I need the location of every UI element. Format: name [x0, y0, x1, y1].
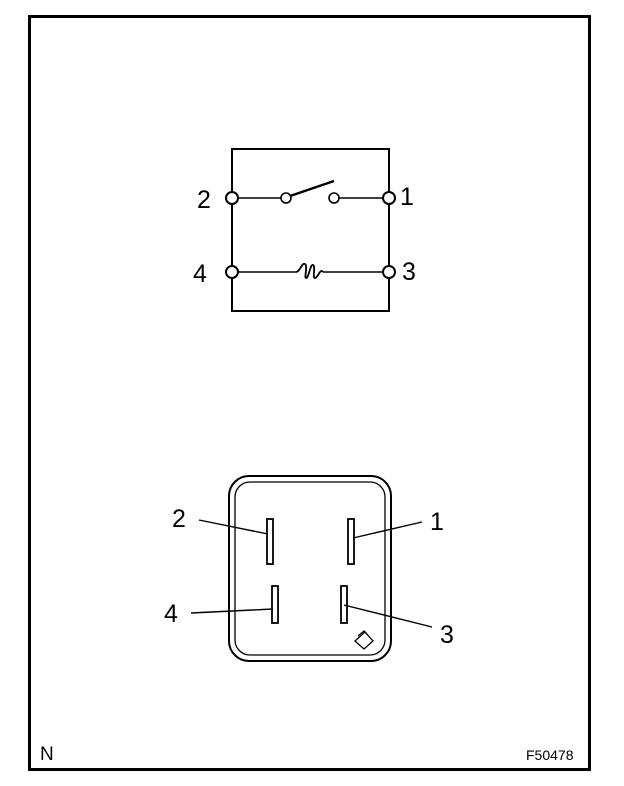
coil-icon [295, 262, 324, 279]
connector-pin-label-3: 3 [440, 621, 454, 649]
schematic-terminal-1 [382, 191, 396, 205]
orientation-key-icon [354, 630, 374, 650]
connector-housing-inner [234, 481, 386, 656]
leader-line-2 [198, 519, 269, 535]
coil-circuit [232, 262, 389, 279]
schematic-pin-label-3: 3 [402, 258, 416, 286]
switch-contact-open [328, 192, 340, 204]
leader-line-4 [190, 608, 274, 614]
switch-circuit [232, 179, 389, 204]
figure-frame [28, 15, 591, 771]
switch-contact-fixed [280, 192, 292, 204]
schematic-terminal-4 [225, 265, 239, 279]
schematic-pin-label-1: 1 [400, 183, 414, 211]
corner-mark-n: N [40, 744, 54, 765]
schematic-terminal-2 [225, 191, 239, 205]
figure-code: F50478 [526, 747, 574, 763]
relay-schematic: 2 1 4 3 [193, 148, 416, 312]
connector-terminal-4 [271, 585, 279, 624]
leader-line-1 [352, 521, 423, 539]
schematic-pin-label-2: 2 [197, 186, 211, 214]
switch-blade [289, 179, 335, 198]
relay-connector: 2 1 4 3 [164, 475, 454, 662]
schematic-body [231, 148, 390, 312]
connector-pin-label-4: 4 [164, 600, 178, 628]
connector-terminal-3 [340, 585, 348, 624]
leader-line-3 [343, 604, 433, 628]
connector-terminal-1 [347, 518, 355, 565]
connector-pin-label-1: 1 [430, 508, 444, 536]
schematic-pin-label-4: 4 [193, 260, 207, 288]
schematic-terminal-3 [382, 265, 396, 279]
connector-pin-label-2: 2 [172, 505, 186, 533]
connector-terminal-2 [266, 518, 274, 565]
